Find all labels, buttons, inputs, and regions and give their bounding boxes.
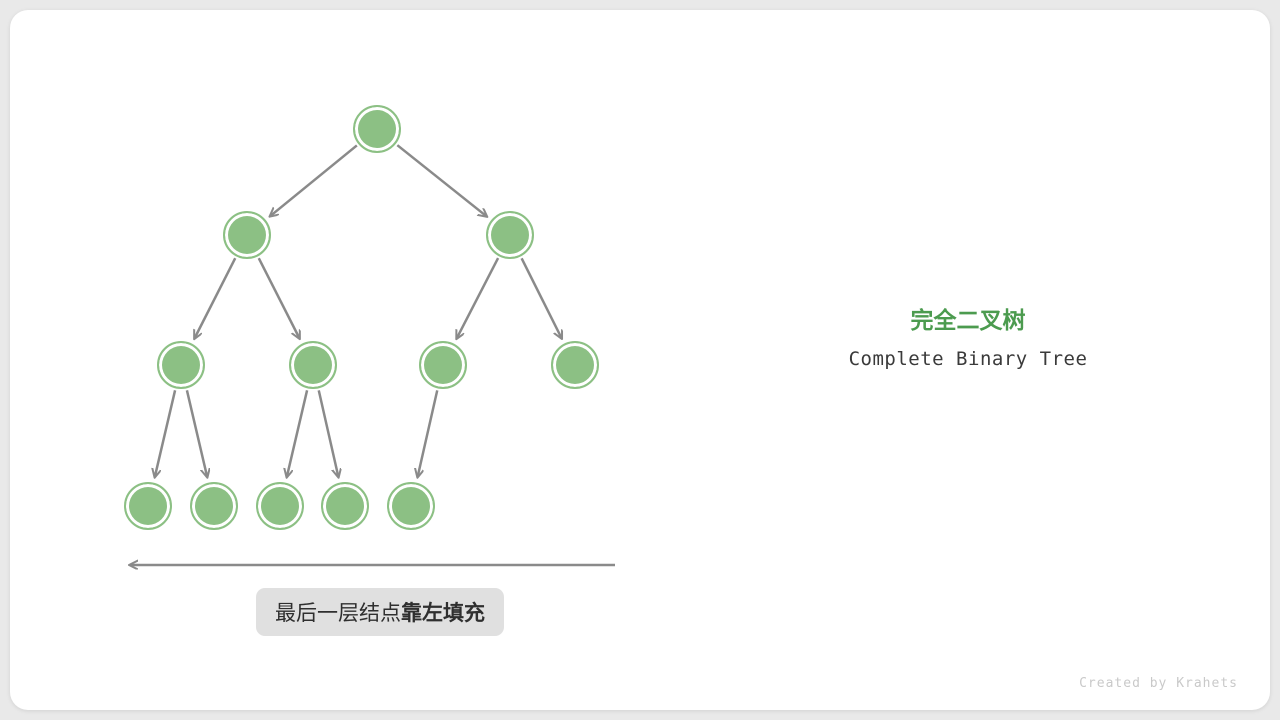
watermark: Created by Krahets bbox=[1079, 676, 1238, 691]
tree-edge bbox=[396, 144, 486, 216]
caption-box: 最后一层结点靠左填充 bbox=[256, 588, 504, 636]
tree-node bbox=[321, 482, 369, 530]
tree-node bbox=[289, 341, 337, 389]
tree-edge bbox=[257, 257, 300, 338]
tree-edge bbox=[520, 257, 562, 338]
diagram-card bbox=[10, 10, 1270, 710]
tree-edge bbox=[155, 390, 177, 476]
tree-edge bbox=[195, 257, 237, 338]
tree-edge bbox=[185, 390, 207, 476]
tree-edge bbox=[457, 257, 500, 338]
tree-node bbox=[190, 482, 238, 530]
tree-edge bbox=[287, 390, 309, 476]
tree-node bbox=[256, 482, 304, 530]
tree-edge-group bbox=[155, 144, 562, 477]
tree-node bbox=[419, 341, 467, 389]
tree-edge bbox=[418, 390, 439, 476]
tree-node bbox=[223, 211, 271, 259]
tree-edge bbox=[317, 390, 339, 476]
caption-text: 最后一层结点 bbox=[275, 602, 401, 625]
tree-node bbox=[157, 341, 205, 389]
tree-node bbox=[486, 211, 534, 259]
tree-node bbox=[551, 341, 599, 389]
tree-node bbox=[124, 482, 172, 530]
title-en: Complete Binary Tree bbox=[848, 348, 1088, 370]
tree-node bbox=[353, 105, 401, 153]
tree-edge bbox=[270, 144, 358, 216]
caption-text-bold: 靠左填充 bbox=[401, 602, 485, 625]
title-zh: 完全二叉树 bbox=[910, 307, 1026, 333]
tree-node bbox=[387, 482, 435, 530]
